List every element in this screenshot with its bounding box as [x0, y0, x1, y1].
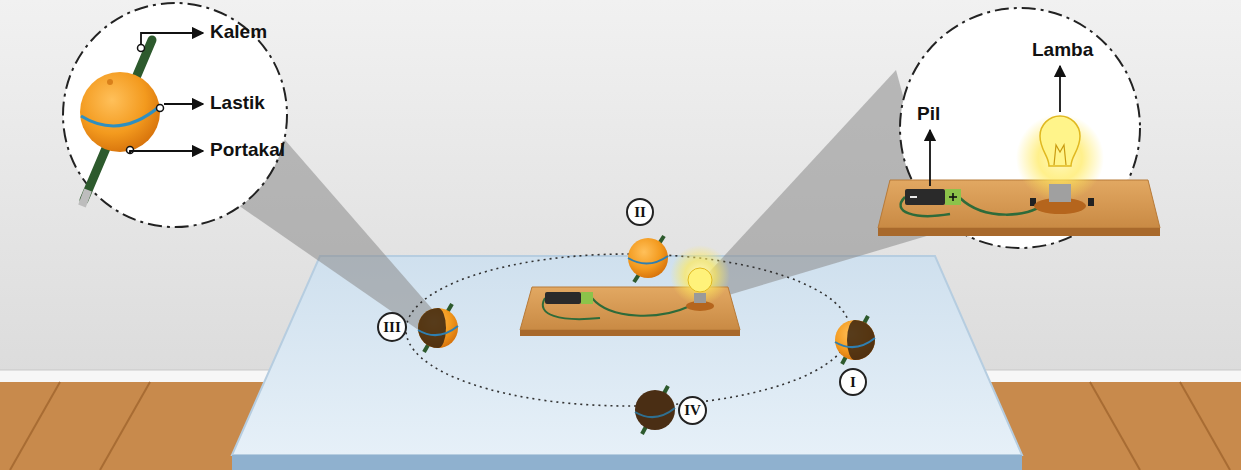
- callout-number: III: [377, 312, 407, 342]
- part-label: Pil: [917, 104, 940, 125]
- part-label: Lamba: [1032, 40, 1093, 61]
- callout-text: II: [634, 205, 646, 220]
- callout-number: IV: [678, 396, 707, 425]
- part-label: Lastik: [210, 93, 265, 114]
- callout-number: I: [839, 368, 867, 396]
- callout-text: III: [383, 320, 401, 335]
- part-label: Kalem: [210, 22, 267, 43]
- callout-text: I: [850, 375, 856, 390]
- callout-number: II: [626, 198, 654, 226]
- part-label: Portakal: [210, 140, 285, 161]
- callout-text: IV: [684, 403, 701, 418]
